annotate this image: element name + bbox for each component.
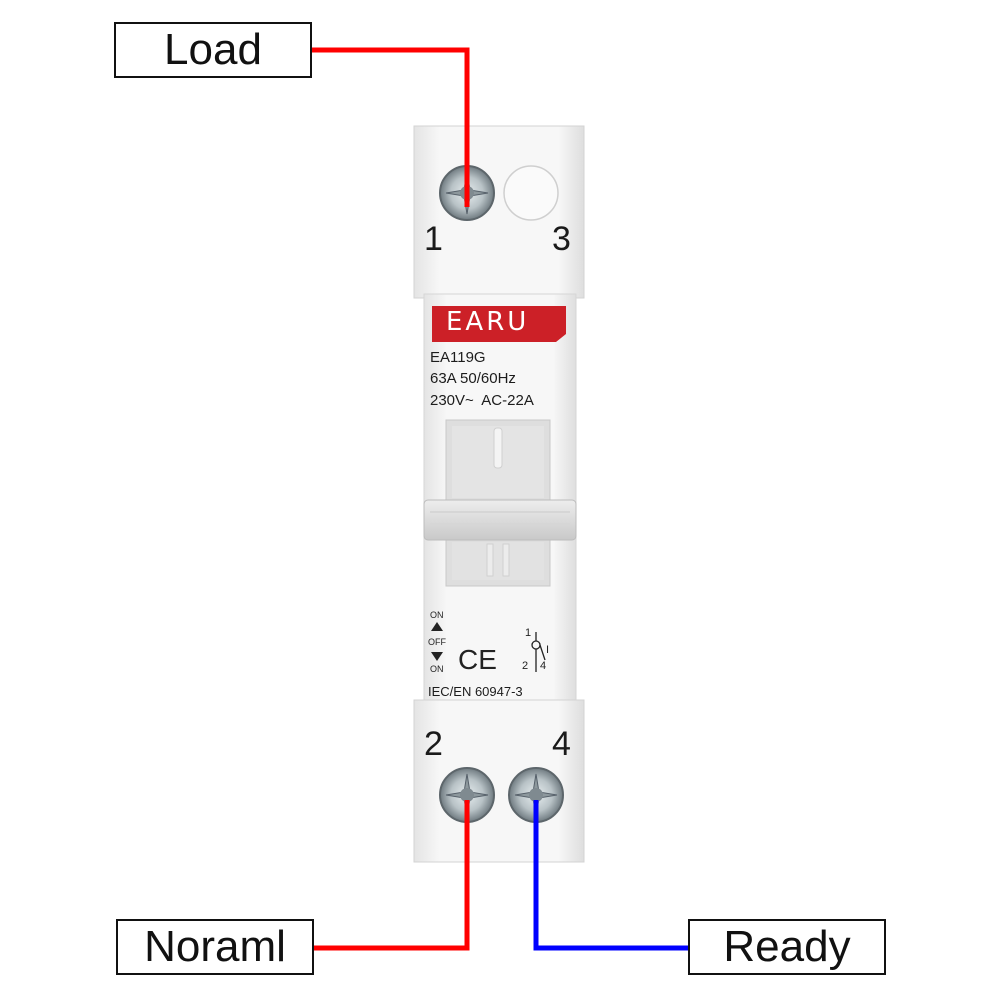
contact-schema-icon [531,632,546,672]
ce-mark: CE [458,644,497,675]
ready-wire [533,800,688,951]
normal-label-box: Noraml [116,919,314,975]
arrow-down-icon [431,652,443,661]
schema-label-i: I [546,644,550,656]
handle-lower-slot [452,542,544,580]
model-number: EA119G [430,349,486,366]
brand-badge [432,306,566,342]
on-top-label: ON [430,610,444,620]
arrow-up-icon [431,622,443,631]
normal-label: Noraml [144,922,286,971]
ready-label-box: Ready [688,919,886,975]
schema-label-2: 2 [522,660,529,672]
terminal-label-2: 2 [424,725,443,763]
voltage-rating: 230V~ AC-22A [430,392,534,409]
load-label: Load [164,25,262,74]
toggle-handle[interactable] [423,499,577,541]
off-label: OFF [428,637,446,647]
terminal-label-1: 1 [424,220,443,258]
handle-indicator [493,427,503,469]
on-bottom-label: ON [430,664,444,674]
device-top-section [413,125,585,299]
brand-logo: EARU [446,307,530,337]
schema-label-4: 4 [540,660,547,672]
ready-label: Ready [723,922,851,971]
terminal-label-3: 3 [552,220,571,258]
screw-terminal-4[interactable] [508,767,564,823]
normal-wire [314,800,470,951]
current-rating: 63A 50/60Hz [430,370,516,387]
schema-label-1: 1 [525,627,532,639]
terminal-label-4: 4 [552,725,571,763]
terminal-3-cover [503,165,559,221]
load-label-box: Load [114,22,312,78]
standard-label: IEC/EN 60947-3 [428,684,523,699]
load-wire [312,47,470,207]
